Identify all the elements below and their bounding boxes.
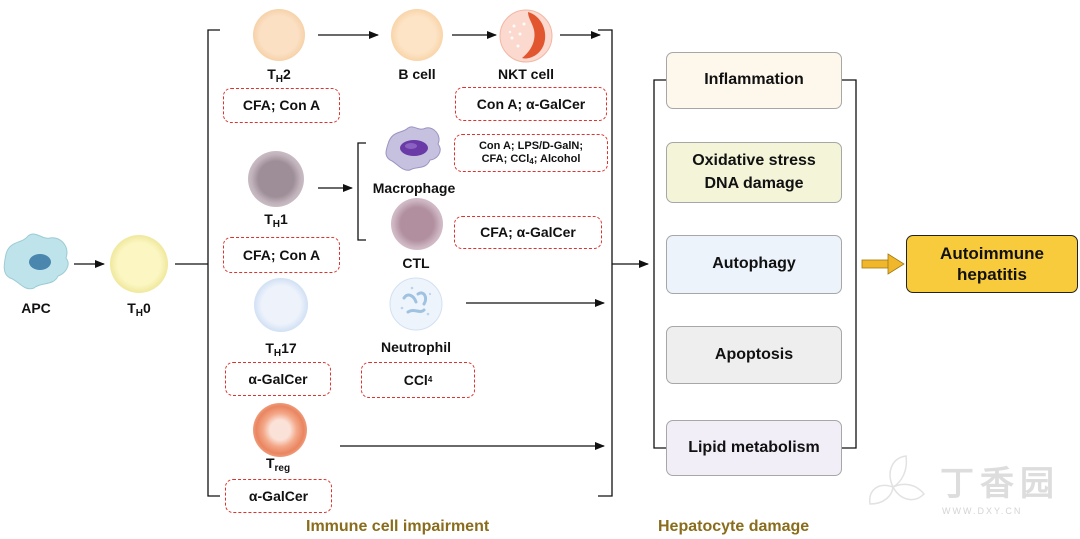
neutrophil-label: Neutrophil [381,339,451,355]
right-bracket-immune [598,29,613,497]
section-label-hepatocyte: Hepatocyte damage [658,518,810,535]
th17-cell-icon [254,278,308,332]
th0-cell-icon [110,235,168,293]
damage-box-lipid-metabolism: Lipid metabolism [666,420,842,476]
dxy-watermark-logo: 丁香园 WWW.DXY.CN [869,452,1076,522]
apc-cell-icon [3,233,69,290]
damage-box-oxidative-stress: Oxidative stress DNA damage [666,142,842,203]
outcome-autoimmune-hepatitis: Autoimmune hepatitis [906,235,1078,293]
inducer-tag-macrophage: Con A; LPS/D-GalN; CFA; CCl4; Alcohol [454,134,608,172]
th17-label: TH17 [265,340,297,359]
th1-branch-bracket [357,142,366,241]
th1-cell-icon [248,151,304,207]
macrophage-label: Macrophage [372,180,456,196]
section-label-immune: Immune cell impairment [306,518,490,535]
damage-box-inflammation: Inflammation [666,52,842,109]
treg-cell-icon [253,403,307,457]
inducer-tag-ctl: CFA; α-GalCer [454,216,602,249]
macrophage-cell-icon [385,126,441,171]
arrow-damage-to-outcome [861,253,905,275]
nkt-label: NKT cell [497,66,555,82]
inducer-tag-th2: CFA; Con A [223,88,340,123]
inducer-tag-th1: CFA; Con A [223,237,340,273]
neutrophil-cell-icon [389,277,443,331]
inducer-tag-nkt: Con A; α-GalCer [455,87,607,121]
inducer-tag-treg: α-GalCer [225,479,332,513]
th1-label: TH1 [264,211,288,230]
left-bracket [207,29,220,497]
th2-label: TH2 [267,66,291,85]
treg-label: Treg [265,455,291,474]
damage-box-autophagy: Autophagy [666,235,842,294]
apc-label: APC [21,300,51,316]
left-bracket-damage [653,79,666,449]
inducer-tag-th17: α-GalCer [225,362,331,396]
bcell-icon [391,9,443,61]
damage-box-apoptosis: Apoptosis [666,326,842,384]
bcell-label: B cell [398,66,436,82]
watermark-flower-icon [869,455,926,505]
th2-cell-icon [253,9,305,61]
ctl-cell-icon [391,198,443,250]
th0-label: TH0 [127,300,151,319]
right-bracket-damage [842,79,857,449]
nkt-cell-icon [499,9,553,63]
ctl-label: CTL [402,255,430,271]
